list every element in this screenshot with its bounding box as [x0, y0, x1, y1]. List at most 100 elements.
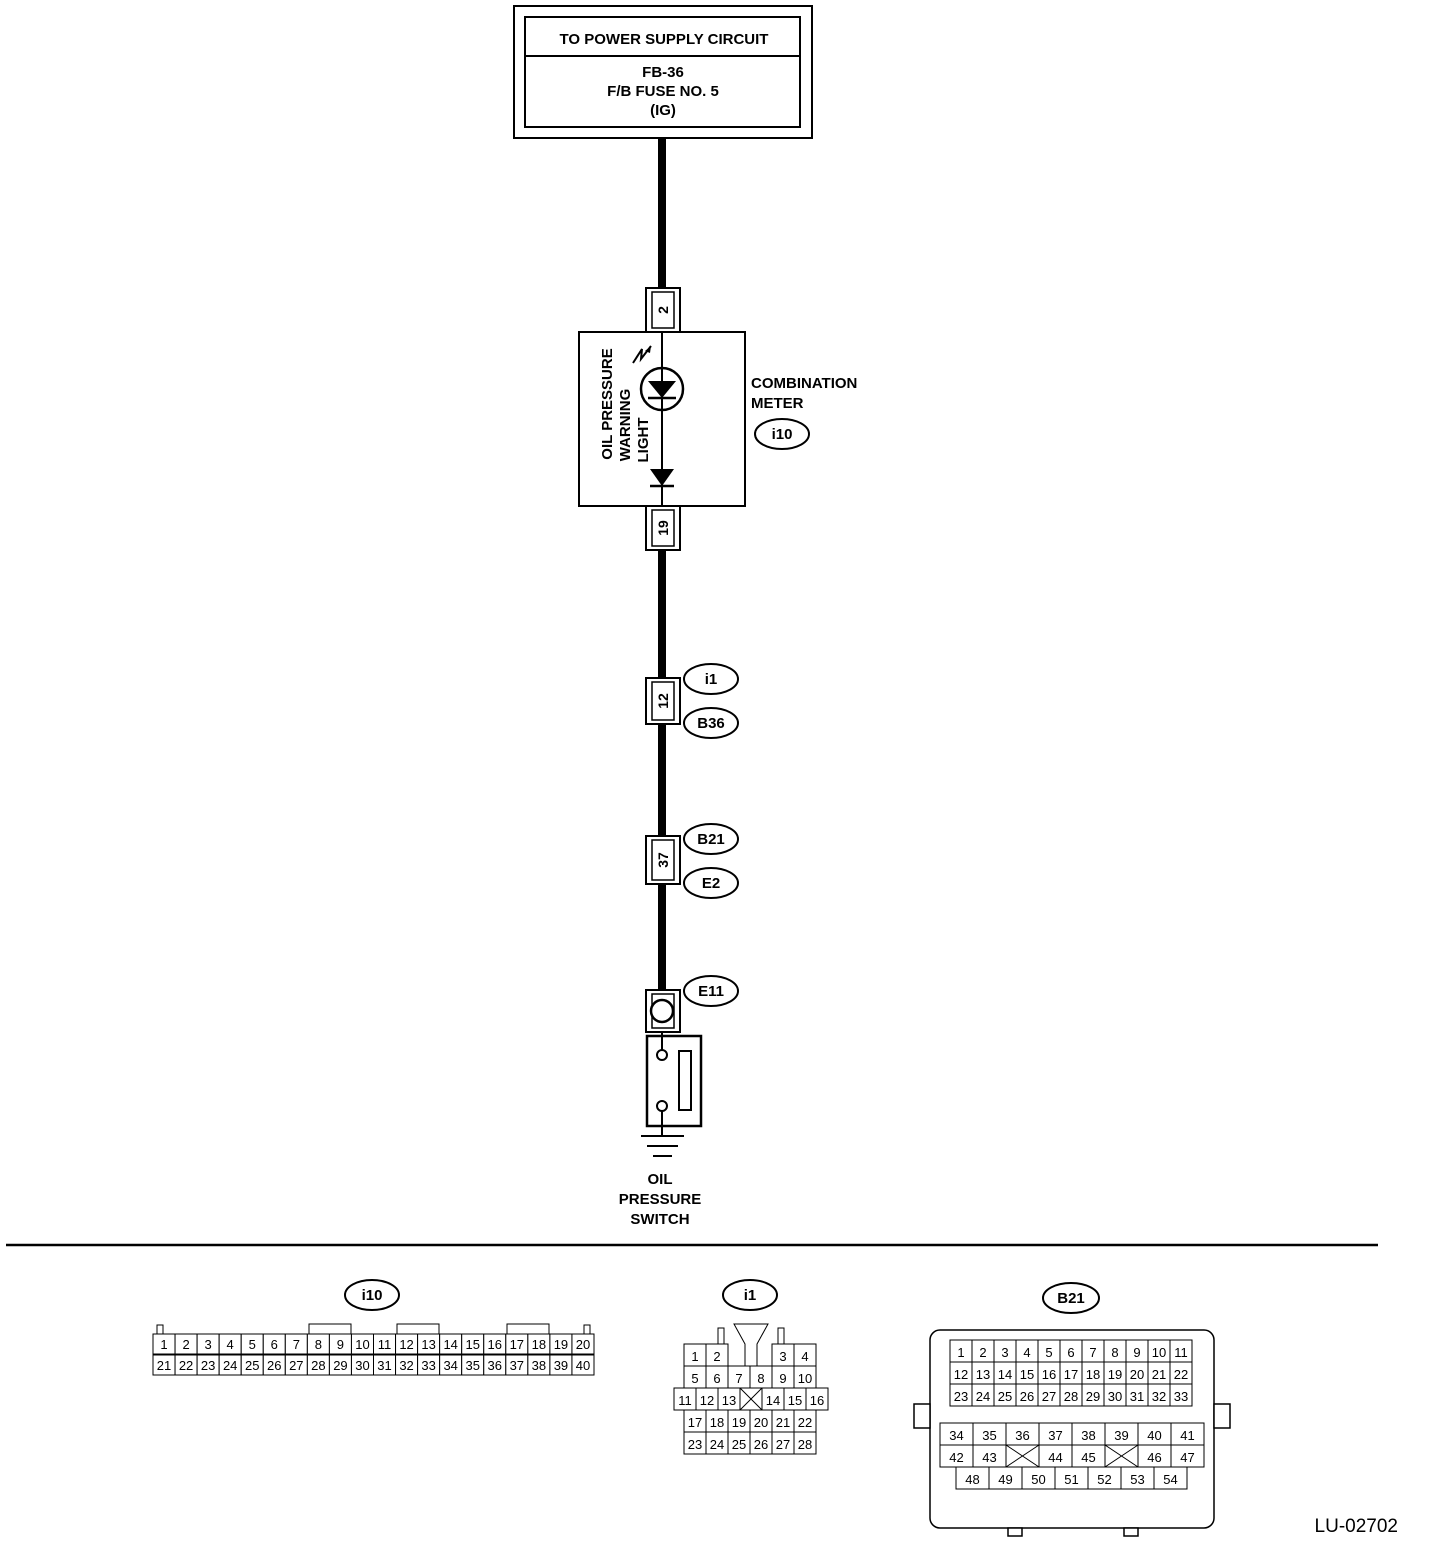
b21-pin-cell: 37 — [1038, 1422, 1073, 1446]
pin-number: 30 — [1108, 1389, 1122, 1404]
pin-number: 42 — [949, 1450, 963, 1465]
b21-pin-cell: 51 — [1054, 1466, 1089, 1490]
pin-number: 35 — [465, 1358, 479, 1373]
i10-pin-cell: 22 — [174, 1354, 198, 1376]
b21-pin-cell: 3 — [993, 1339, 1017, 1363]
pin-number: 13 — [421, 1337, 435, 1352]
pin-number: 51 — [1064, 1472, 1078, 1487]
i1-pin-cell: 17 — [683, 1409, 707, 1433]
i10-pin-cell: 16 — [483, 1333, 507, 1355]
pin-number: 19 — [554, 1337, 568, 1352]
pin-number: 23 — [954, 1389, 968, 1404]
i1-pin-cell: 13 — [717, 1387, 741, 1411]
pin-number: 30 — [355, 1358, 369, 1373]
b21-pin-cell: 42 — [939, 1444, 974, 1468]
connector-view-b21-label: B21 — [1057, 1290, 1085, 1307]
i10-pin-cell: 1 — [152, 1333, 176, 1355]
b21-pin-cell: 20 — [1125, 1361, 1149, 1385]
combination-meter-label-line1: COMBINATION — [751, 375, 857, 392]
pin-number: 17 — [1064, 1367, 1078, 1382]
pin-number: 7 — [1089, 1345, 1096, 1360]
i1-pin-cell: 11 — [673, 1387, 697, 1411]
pin-number: 38 — [532, 1358, 546, 1373]
pin-number: 44 — [1048, 1450, 1062, 1465]
b21-pin-cell: 23 — [949, 1383, 973, 1407]
pin-number: 32 — [1152, 1389, 1166, 1404]
i1-pin-cell: 22 — [793, 1409, 817, 1433]
pin-number: 7 — [293, 1337, 300, 1352]
pin-number: 9 — [1133, 1345, 1140, 1360]
i10-pin-cell: 27 — [284, 1354, 308, 1376]
pin-number: 29 — [1086, 1389, 1100, 1404]
i1-pin-cell: 9 — [771, 1365, 795, 1389]
b21-pin-cell: 11 — [1169, 1339, 1193, 1363]
i10-pin-cell: 39 — [549, 1354, 573, 1376]
i1-pin-cell: 21 — [771, 1409, 795, 1433]
pin-number: 21 — [776, 1415, 790, 1430]
figure-id: LU-02702 — [1315, 1516, 1398, 1537]
pin-number: 13 — [722, 1393, 736, 1408]
diode-icon — [650, 469, 674, 488]
pin-number: 15 — [465, 1337, 479, 1352]
pin-number: 29 — [333, 1358, 347, 1373]
pin-number: 20 — [1130, 1367, 1144, 1382]
pin-number: 24 — [976, 1389, 990, 1404]
b21-pin-cell: 45 — [1071, 1444, 1106, 1468]
pin-number: 10 — [1152, 1345, 1166, 1360]
b21-pin-cell: 47 — [1170, 1444, 1205, 1468]
pin-number: 21 — [157, 1358, 171, 1373]
pin-number: 35 — [982, 1428, 996, 1443]
i1-pin-cell: 19 — [727, 1409, 751, 1433]
pin-number: 34 — [443, 1358, 457, 1373]
b21-pin-cell — [1104, 1444, 1139, 1468]
pin-number: 13 — [976, 1367, 990, 1382]
pin-number: 2 — [979, 1345, 986, 1360]
pin-number: 14 — [766, 1393, 780, 1408]
b21-pin-cell: 48 — [955, 1466, 990, 1490]
pin-number: 14 — [443, 1337, 457, 1352]
pin-number: 8 — [1111, 1345, 1118, 1360]
i10-pin-cell: 34 — [439, 1354, 463, 1376]
b21-pin-cell: 26 — [1015, 1383, 1039, 1407]
pin-number: 31 — [377, 1358, 391, 1373]
lamp-label-line2: WARNING — [617, 389, 634, 462]
i1-pin-cell: 23 — [683, 1431, 707, 1455]
connector-view-i1-label: i1 — [744, 1287, 757, 1304]
i10-pin-cell: 25 — [240, 1354, 264, 1376]
connector-view-i10-label: i10 — [362, 1287, 383, 1304]
i1-pin-cell: 2 — [705, 1343, 729, 1367]
pin-number: 36 — [488, 1358, 502, 1373]
pin-number: 18 — [532, 1337, 546, 1352]
pin-number: 37 — [1048, 1428, 1062, 1443]
pin-number: 22 — [798, 1415, 812, 1430]
connector-tag-i1-text: i1 — [705, 671, 718, 688]
b21-pin-cell: 29 — [1081, 1383, 1105, 1407]
connector-tag-e2: E2 — [683, 867, 739, 899]
b21-pin-cell: 35 — [972, 1422, 1007, 1446]
pin-number: 46 — [1147, 1450, 1161, 1465]
pin-number: 6 — [271, 1337, 278, 1352]
pin-number: 6 — [1067, 1345, 1074, 1360]
i1-pin-cell: 4 — [793, 1343, 817, 1367]
pin-number: 23 — [688, 1437, 702, 1452]
meter-pin-19-connector: 19 — [645, 505, 681, 551]
b21-pin-cell: 41 — [1170, 1422, 1205, 1446]
b21-pin-cell: 40 — [1137, 1422, 1172, 1446]
pin-number: 7 — [735, 1371, 742, 1386]
i10-pin-cell: 15 — [461, 1333, 485, 1355]
i1-pin-cell: 7 — [727, 1365, 751, 1389]
warning-light-icon — [632, 345, 685, 412]
pin-number: 40 — [1147, 1428, 1161, 1443]
pin-number: 14 — [998, 1367, 1012, 1382]
pin-number: 1 — [160, 1337, 167, 1352]
b21-pin-cell: 7 — [1081, 1339, 1105, 1363]
pin-number: 9 — [337, 1337, 344, 1352]
pin-number: 22 — [179, 1358, 193, 1373]
b21-pin-cell: 38 — [1071, 1422, 1106, 1446]
i10-pin-cell: 11 — [373, 1333, 397, 1355]
i10-pin-cell: 35 — [461, 1354, 485, 1376]
pin-number: 26 — [1020, 1389, 1034, 1404]
